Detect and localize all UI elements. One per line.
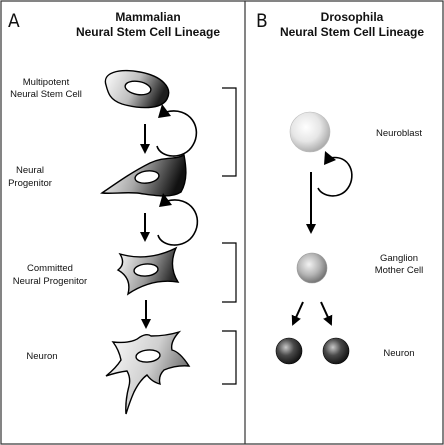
neuroblast-self-renewal-arrow [317,156,353,197]
label-multipotent-line1: Multipotent [23,77,70,88]
label-progenitor-line2: Progenitor [8,178,52,189]
panel-b-title-line2: Neural Stem Cell Lineage [280,25,424,39]
arrow-gmc-to-neuron-right [320,301,333,326]
bracket-committed [222,242,237,303]
label-gmc-line1: Ganglion [380,253,418,264]
panel-a: A Mammalian Neural Stem Cell Lineage Mul… [8,10,237,415]
drosophila-neuron-left [275,337,303,365]
self-renewal-arrowhead-2 [159,193,172,207]
label-committed-line2: Neural Progenitor [13,276,87,287]
arrow-gmc-to-neuron-left [291,301,304,326]
neural-progenitor-shape [100,153,187,197]
drosophila-neuron-right [322,337,350,365]
label-neuroblast: Neuroblast [376,128,422,139]
self-renewal-arrow-1 [156,110,198,157]
panel-a-letter: A [8,10,20,32]
bracket-stem-progenitor [222,87,237,177]
label-committed-line1: Committed [27,263,73,274]
label-progenitor-line1: Neural [16,165,44,176]
mammalian-neuron-shape [105,330,191,415]
panel-b-letter: B [256,10,268,32]
label-neuron-a: Neuron [26,351,57,362]
ganglion-mother-cell [296,252,328,284]
panel-a-title-line1: Mammalian [115,10,180,24]
panel-b: B Drosophila Neural Stem Cell Lineage Ne… [256,10,424,365]
committed-progenitor-shape [116,246,180,296]
neuroblast-self-renewal-arrowhead [324,151,336,165]
self-renewal-arrow-2 [157,199,199,246]
panel-a-title-line2: Neural Stem Cell Lineage [76,25,220,39]
self-renewal-arrowhead-1 [158,104,171,118]
label-gmc-line2: Mother Cell [375,265,424,276]
multipotent-stem-cell-shape [104,69,170,109]
neuroblast-cell [289,111,331,153]
label-neuron-b: Neuron [383,348,414,359]
label-multipotent-line2: Neural Stem Cell [10,89,82,100]
panel-b-title-line1: Drosophila [321,10,384,24]
bracket-neuron [222,330,237,385]
